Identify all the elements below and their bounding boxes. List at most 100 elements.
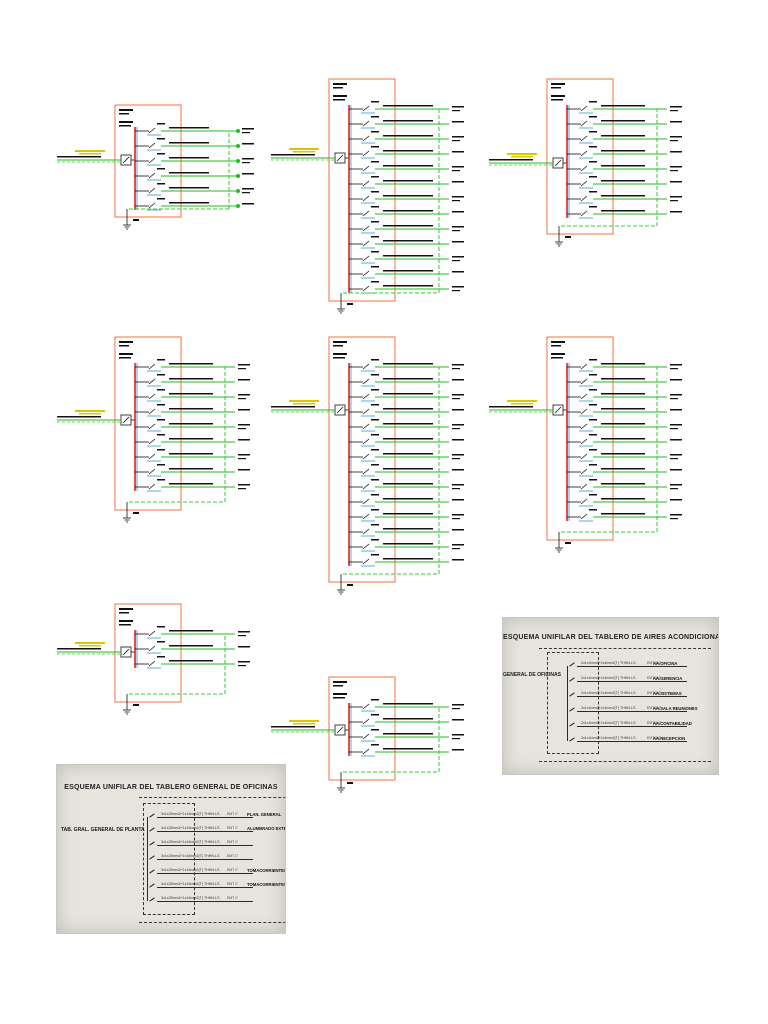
panel-p7-circuit-spec-mark xyxy=(169,645,213,647)
panel-tg-load-dot xyxy=(236,129,240,133)
panel-p2-circuit-breaker xyxy=(362,195,370,202)
panel-p4-breaker-mark xyxy=(157,404,165,406)
panel-p4-load-label-mark xyxy=(238,409,250,411)
panel-p6-breaker-mark xyxy=(589,449,597,451)
panel-tg-load-dot xyxy=(236,159,240,163)
panel-tg-load-dot xyxy=(236,189,240,193)
panel-p4-load-label-mark xyxy=(238,454,250,456)
panel-p2-circuit-breaker xyxy=(362,120,370,127)
panel-p5-load-label-mark xyxy=(452,428,460,430)
panel-p5-feeder-mark xyxy=(271,406,315,408)
panel-tg-circuit-spec-mark xyxy=(169,142,209,144)
panel-p6-load-label-mark xyxy=(670,409,682,411)
panel-p8-ground-label-mark xyxy=(347,782,353,784)
panel-p4-load-label-mark xyxy=(238,394,250,396)
panel-p7-load-label-mark xyxy=(238,665,246,667)
panel-p7-circuit-breaker xyxy=(148,630,156,637)
panel-p3-breaker-mark xyxy=(589,191,597,193)
panel-p3-circuit-spec-mark xyxy=(601,210,645,212)
panel-p5-title-mark xyxy=(333,341,347,343)
panel-tg-breaker-mark xyxy=(157,168,165,170)
photo-general-circuit-desc: ALUMBRADO EXTERIOR xyxy=(247,826,286,831)
panel-p4-circuit-breaker xyxy=(148,453,156,460)
panel-p5-load-label-mark xyxy=(452,544,464,546)
photo-ac-circuit-line xyxy=(577,726,687,727)
panel-p2-circuit-breaker xyxy=(362,180,370,187)
panel-p4-title-mark xyxy=(119,357,131,359)
panel-tg-circuit-breaker xyxy=(148,172,156,179)
panel-p4-title-mark xyxy=(119,341,133,343)
panel-p2-breaker-mark xyxy=(371,176,379,178)
panel-p2-load-label-mark xyxy=(452,140,460,142)
panel-p5-title-mark xyxy=(333,353,347,355)
panel-p5-breaker-mark xyxy=(371,539,379,541)
panel-p4-breaker-mark xyxy=(157,374,165,376)
photo-general-bus-line xyxy=(147,817,148,901)
panel-p3-breaker-mark xyxy=(589,206,597,208)
panel-p5-circuit-spec-mark xyxy=(383,483,433,485)
photo-general-circuit-spec: 3x1x25mm2+1x16mm2(T) THHN-LS xyxy=(161,826,220,830)
panel-p8-feed-label-mark xyxy=(293,723,315,725)
panel-tg-breaker-mark xyxy=(157,153,165,155)
photo-ac-conduit-spec: EMT 3/4" xyxy=(647,691,661,695)
panel-p2-load-label-mark xyxy=(452,226,464,228)
photo-general-circuit-spec: 3x1x25mm2+1x16mm2(T) THHN-LS xyxy=(161,882,220,886)
panel-p6-title-mark xyxy=(551,353,565,355)
panel-p5-breaker-mark xyxy=(371,479,379,481)
panel-tg-title-mark xyxy=(119,109,133,111)
panel-p6-circuit-spec-mark xyxy=(601,393,645,395)
panel-p5-load-label-mark xyxy=(452,548,460,550)
photo-ac-board: ESQUEMA UNIFILAR DEL TABLERO DE AIRES AC… xyxy=(502,617,719,775)
panel-p6-circuit-breaker xyxy=(580,408,588,415)
panel-p2-frame xyxy=(328,78,396,302)
panel-p5-load-label-mark xyxy=(452,514,464,516)
panel-p7-circuit-spec-mark xyxy=(169,630,213,632)
panel-p3-load-label-mark xyxy=(670,196,682,198)
panel-p4-circuit-spec-mark xyxy=(169,453,213,455)
panel-p5-breaker-mark xyxy=(371,524,379,526)
panel-p8-load-label-mark xyxy=(452,749,464,751)
panel-tg-circuit-spec-mark xyxy=(169,202,209,204)
panel-p3-breaker-mark xyxy=(589,116,597,118)
panel-p5-circuit-breaker xyxy=(362,408,370,415)
panel-p2-ground-label-mark xyxy=(347,303,353,305)
panel-p8-feeder-mark xyxy=(271,726,315,728)
panel-p5-load-label-mark xyxy=(452,398,460,400)
photo-general-circuit-line xyxy=(157,887,253,888)
panel-tg-load-dot xyxy=(236,144,240,148)
panel-p4-title-mark xyxy=(119,345,129,347)
panel-p6-circuit-spec-mark xyxy=(601,438,645,440)
panel-p5-circuit-breaker xyxy=(362,543,370,550)
panel-p2-load-label-mark xyxy=(452,211,464,213)
panel-p5-circuit-spec-mark xyxy=(383,408,433,410)
panel-p3-load-label-mark xyxy=(670,136,682,138)
panel-p8-title-mark xyxy=(333,681,347,683)
panel-p6-breaker-mark xyxy=(589,494,597,496)
panel-p6-circuit-spec-mark xyxy=(601,498,645,500)
panel-p8-title-mark xyxy=(333,685,343,687)
panel-p6-breaker-mark xyxy=(589,419,597,421)
panel-p2-circuit-breaker xyxy=(362,165,370,172)
panel-p5-circuit-breaker xyxy=(362,468,370,475)
panel-p3-breaker-mark xyxy=(589,161,597,163)
panel-p2-load-label-mark xyxy=(452,166,464,168)
panel-p5-circuit-spec-mark xyxy=(383,453,433,455)
panel-p8-circuit-spec-mark xyxy=(383,703,433,705)
panel-tg-load-label-mark xyxy=(242,203,254,205)
panel-p8-frame xyxy=(328,676,396,781)
photo-ac-circuit-spec: 2x1x4mm2+1x4mm2(T) THHN-LS xyxy=(581,661,636,665)
panel-p2-circuit-spec-mark xyxy=(383,225,433,227)
panel-p6-circuit-spec-mark xyxy=(601,423,645,425)
panel-p6-circuit-spec-mark xyxy=(601,453,645,455)
panel-p4-feeder-mark xyxy=(57,416,101,418)
panel-p2-title-mark xyxy=(333,87,343,89)
panel-p2-circuit-spec-mark xyxy=(383,270,433,272)
panel-tg-circuit-spec-mark xyxy=(169,187,209,189)
panel-p4-breaker-mark xyxy=(157,479,165,481)
photo-ac-circuit-line xyxy=(577,741,687,742)
panel-p4-load-label-mark xyxy=(238,368,246,370)
panel-p8-main-breaker-contact xyxy=(336,726,344,734)
panel-p8-load-label-mark xyxy=(452,734,464,736)
panel-p6-title-mark xyxy=(551,345,561,347)
panel-tg-load-dot xyxy=(236,174,240,178)
